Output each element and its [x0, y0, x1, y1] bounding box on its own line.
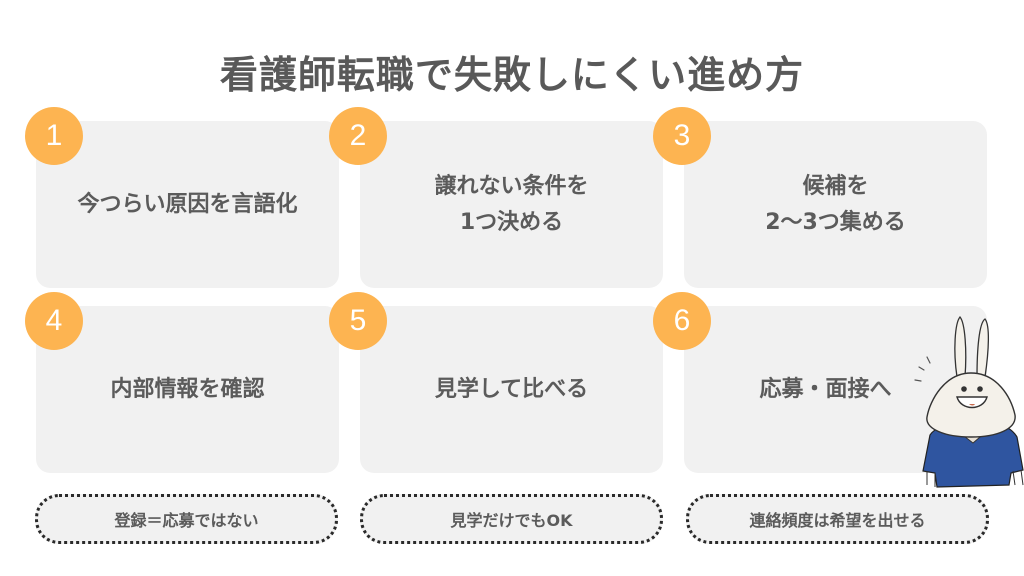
rabbit-nurse-mascot-icon — [914, 315, 1024, 488]
step-text: 今つらい原因を言語化 — [77, 191, 298, 217]
step-number-badge: 3 — [653, 107, 711, 165]
note-pill-3: 連絡頻度は希望を出せる — [686, 494, 989, 544]
step-text: 応募・面接へ — [759, 376, 892, 402]
step-number-badge: 2 — [329, 107, 387, 165]
step-text: 見学して比べる — [434, 376, 589, 402]
step-card-6: 応募・面接へ — [684, 306, 987, 473]
step-card-4: 内部情報を確認 — [36, 306, 339, 473]
step-card-2: 譲れない条件を 1つ決める — [360, 121, 663, 288]
step-card-3: 候補を 2〜3つ集める — [684, 121, 987, 288]
step-text: 譲れない条件を 1つ決める — [434, 173, 589, 235]
note-pill-2: 見学だけでもOK — [360, 494, 663, 544]
page-title: 看護師転職で失敗しにくい進め方 — [219, 53, 805, 97]
step-number-badge: 1 — [25, 107, 83, 165]
step-number-badge: 6 — [653, 292, 711, 350]
step-text: 内部情報を確認 — [110, 376, 265, 402]
note-pill-1: 登録＝応募ではない — [35, 494, 338, 544]
step-card-5: 見学して比べる — [360, 306, 663, 473]
step-number-badge: 5 — [329, 292, 387, 350]
step-card-1: 今つらい原因を言語化 — [36, 121, 339, 288]
step-number-badge: 4 — [25, 292, 83, 350]
step-text: 候補を 2〜3つ集める — [765, 173, 906, 235]
